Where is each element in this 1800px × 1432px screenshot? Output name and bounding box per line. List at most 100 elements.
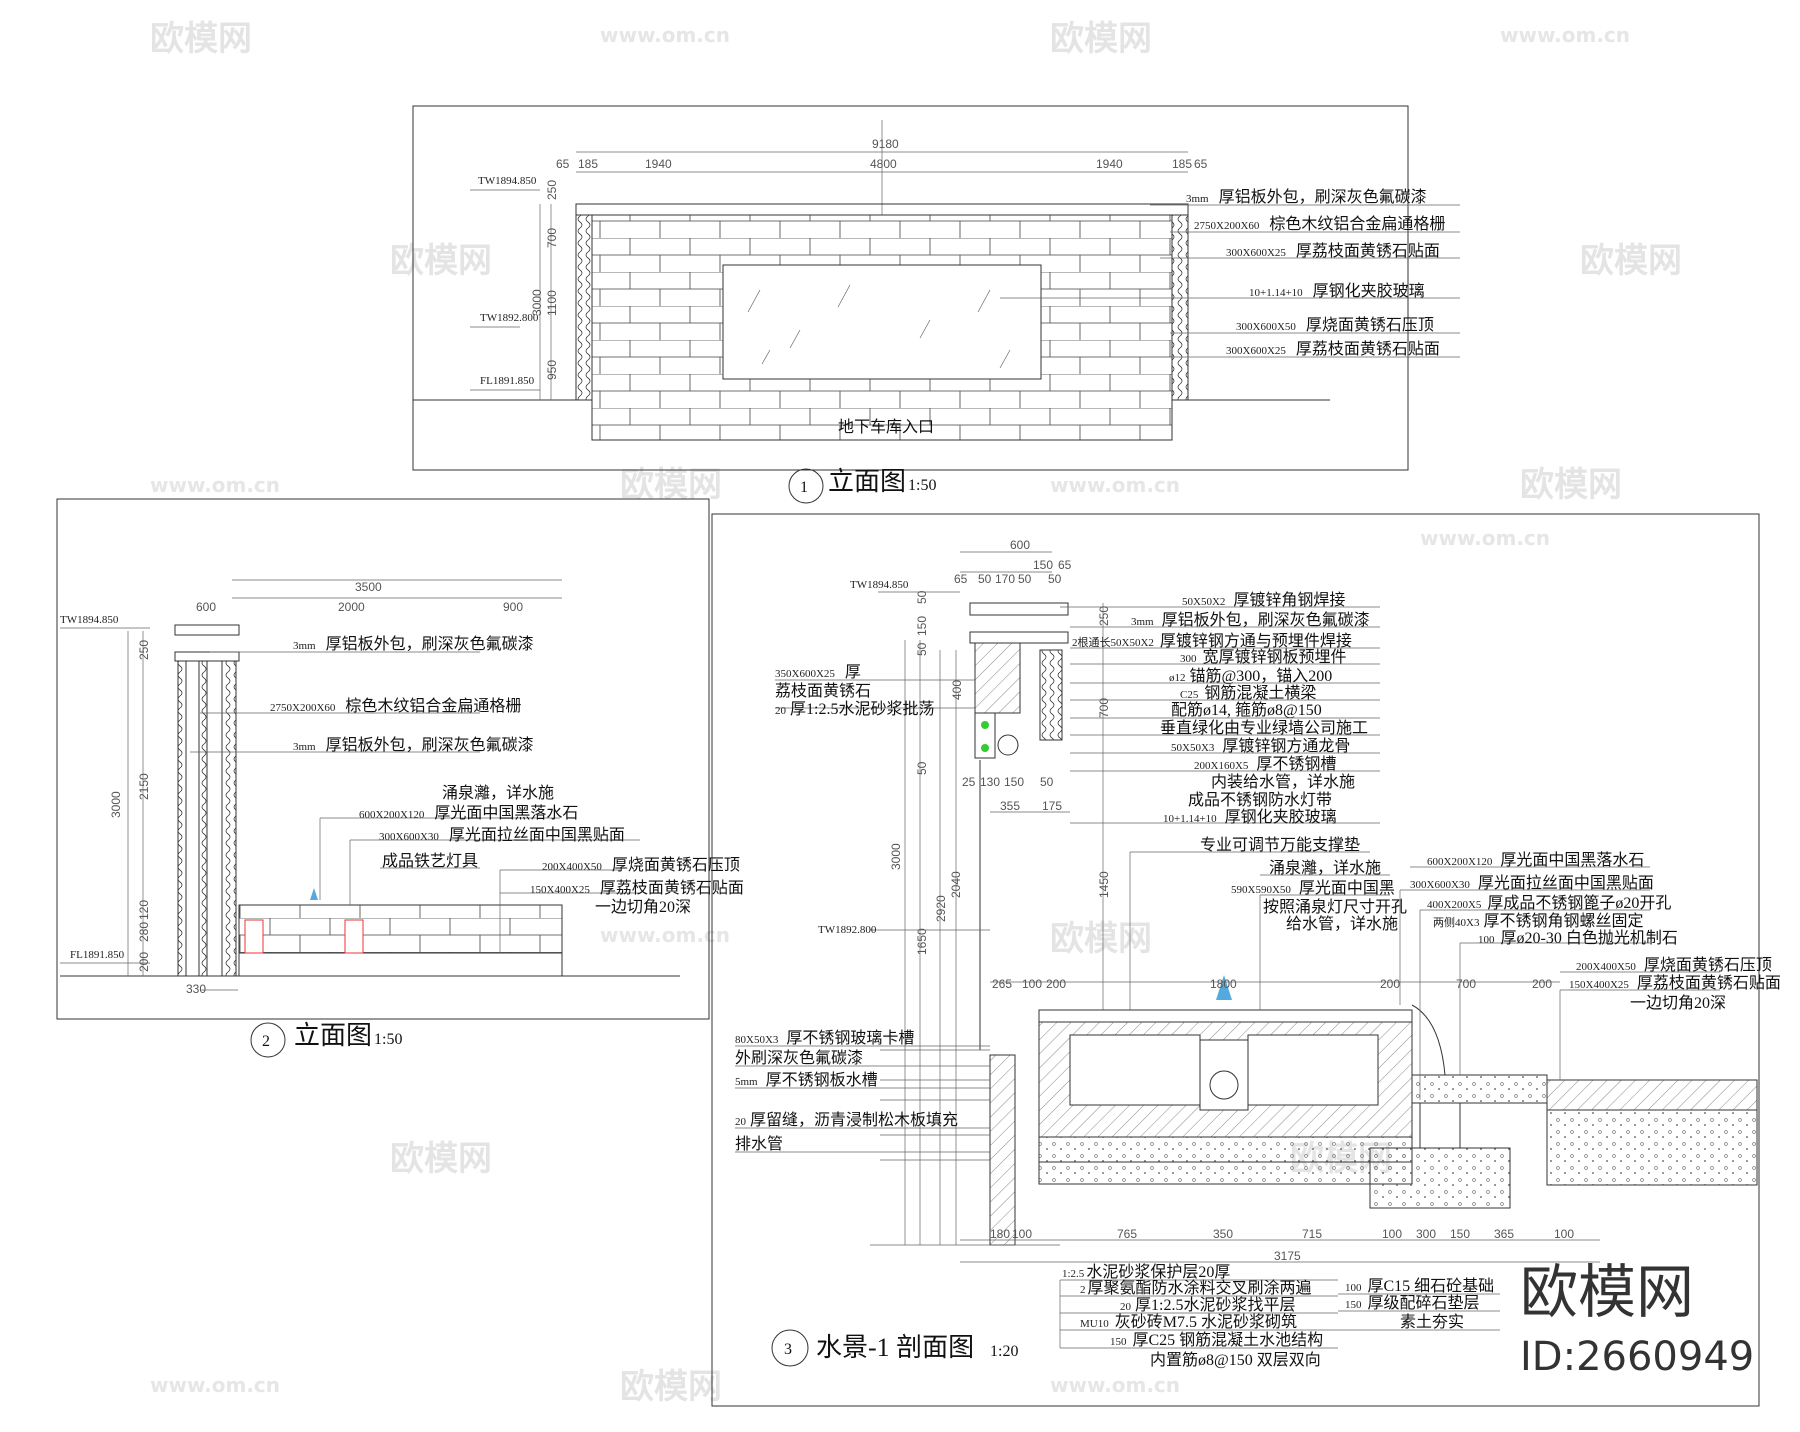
annotation: 垂直绿化由专业绿墙公司施工 [1160, 719, 1368, 737]
dim: 3500 [355, 580, 382, 594]
fountain-light-icon [1209, 1070, 1239, 1100]
annotation: 涌泉灕，详水施 [442, 784, 554, 802]
dim: 130 [980, 775, 1000, 789]
annotation: 成品铁艺灯具 [382, 852, 478, 870]
annotation: 给水管，详水施 [1286, 915, 1398, 933]
drawing-number: 1 [800, 479, 808, 496]
drawing-scale: 1:50 [374, 1031, 402, 1048]
grille-right [1171, 214, 1189, 401]
annotation: 配筋ø14, 箍筋ø8@150 [1171, 701, 1322, 719]
annotation: 成品不锈钢防水灯带 [1188, 791, 1332, 809]
dim: 50 [978, 572, 992, 586]
dim: 700 [545, 228, 559, 248]
dim: 300 [1416, 1227, 1436, 1241]
watermark-url: www.om.cn [600, 23, 730, 47]
watermark-brand: 欧模网 [620, 465, 722, 505]
fountain-jet-icon [1216, 975, 1232, 1000]
watermark-brand: 欧模网 [150, 19, 252, 59]
dim: 3000 [889, 843, 903, 870]
dim: 350 [1213, 1227, 1233, 1241]
drawing-number: 2 [262, 1033, 270, 1050]
annotation: 一边切角20深 [1630, 994, 1726, 1012]
dim: 65 [1058, 558, 1072, 572]
column-cap [174, 624, 240, 636]
level-mark: TW1894.850 [60, 614, 119, 626]
dim: 400 [950, 680, 964, 700]
annotation: 排水管 [735, 1135, 783, 1153]
dim: 3000 [109, 791, 123, 818]
watermark-url: www.om.cn [150, 1373, 280, 1397]
dim: 280 [137, 922, 151, 942]
pool-cover-slab [1038, 1009, 1413, 1023]
grille-left [575, 214, 593, 401]
watermark-brand: 欧模网 [620, 1367, 722, 1407]
dim: 100 [1012, 1227, 1032, 1241]
drawing-title: 立面图 [294, 1021, 372, 1050]
drawing-frame [711, 513, 1760, 1407]
grille-bar [221, 660, 237, 977]
iron-lamp [344, 919, 364, 954]
drawing-frame [56, 498, 710, 1020]
annotation: 素土夯实 [1400, 1313, 1464, 1331]
grille-bar [177, 660, 187, 977]
dim: 2920 [934, 895, 948, 922]
watermark-url: www.om.cn [1050, 473, 1180, 497]
dim: 330 [186, 982, 206, 996]
dim: 250 [545, 180, 559, 200]
dim: 2000 [338, 600, 365, 614]
dim: 2040 [949, 871, 963, 898]
dim: 200 [1380, 977, 1400, 991]
entrance-label: 地下车库入口 [838, 418, 934, 436]
dim: 765 [1117, 1227, 1137, 1241]
logo-id: ID:2660949 [1520, 1334, 1754, 1380]
dim: 50 [915, 590, 929, 604]
dim: 50 [1040, 775, 1054, 789]
dim: 65 [954, 572, 968, 586]
annotation: 按照涌泉灯尺寸开孔 [1263, 898, 1407, 916]
watermark-url: www.om.cn [150, 473, 280, 497]
dim: 150 [1450, 1227, 1470, 1241]
dim: 50 [1048, 572, 1062, 586]
fountain-jet-icon [310, 888, 318, 900]
annotation: 内装给水管，详水施 [1211, 773, 1355, 791]
dim: 250 [1097, 606, 1111, 626]
laminated-glass-panel [722, 264, 1042, 380]
green-wall [1039, 649, 1063, 741]
level-mark: FL1891.850 [70, 949, 125, 961]
dim: 1450 [1097, 871, 1111, 898]
drawing-number-circle [788, 468, 824, 504]
dim: 250 [137, 640, 151, 660]
dim: 1940 [1096, 157, 1123, 171]
elevation-1-drawing: 9180 65 185 1940 4800 1940 185 65 250 70… [412, 105, 1460, 504]
light-strip-icon [997, 734, 1019, 756]
watermark-url: www.om.cn [1420, 526, 1550, 550]
annotation: 一边切角20深 [595, 898, 691, 916]
dim: 3000 [530, 289, 544, 316]
section-drawing: 600 150 65 65 50 170 50 50 TW1894.850 TW… [711, 513, 1781, 1407]
dim: 3175 [1274, 1249, 1301, 1263]
annotation: 涌泉灕，详水施 [1269, 859, 1381, 877]
dim: 1800 [1210, 977, 1237, 991]
dim: 50 [915, 642, 929, 656]
watermark-brand: 欧模网 [1050, 919, 1152, 959]
dim: 1100 [545, 290, 559, 316]
dim: 65 [1194, 157, 1208, 171]
watermark-url: www.om.cn [1500, 23, 1630, 47]
